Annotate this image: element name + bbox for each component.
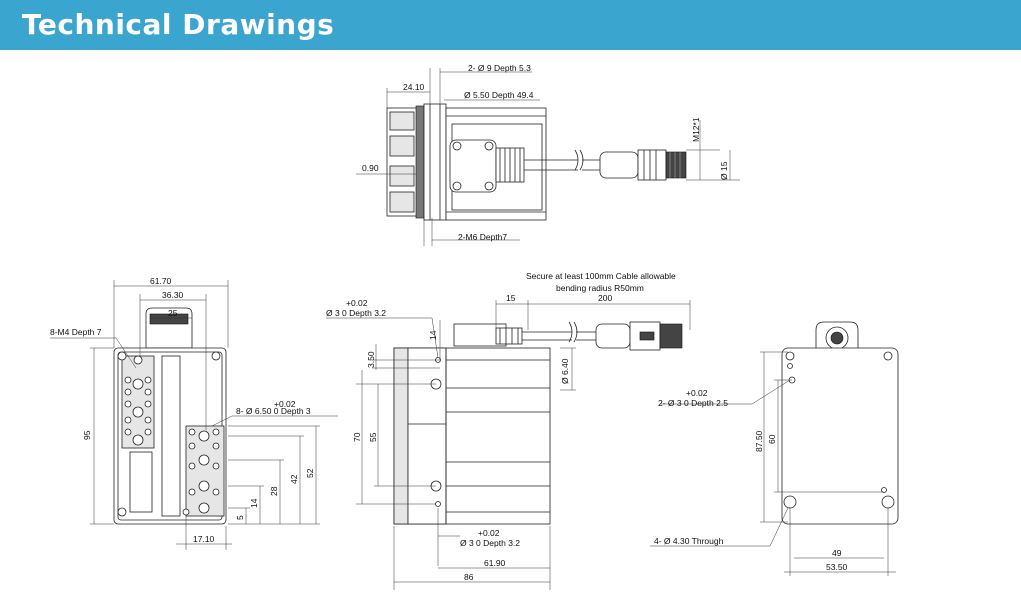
dim-95: 95 bbox=[82, 430, 92, 440]
dim-36-30: 36.30 bbox=[162, 290, 184, 300]
dim-14-side: 14 bbox=[428, 330, 438, 340]
hole-d5-50-label: Ø 5.50 Depth 49.4 bbox=[464, 90, 534, 100]
dim-28: 28 bbox=[269, 486, 279, 496]
dim-15-side: 15 bbox=[506, 293, 516, 303]
back-view: +0.02 2- Ø 3 0 Depth 2.5 87.50 60 4- Ø 4… bbox=[650, 321, 899, 576]
thread-m12-label: M12*1 bbox=[691, 117, 701, 142]
drawing-canvas: 24.10 2- Ø 9 Depth 5.3 Ø 5.50 Depth 49.4… bbox=[50, 63, 899, 590]
hole-top-tolerance: +0.02 bbox=[346, 298, 368, 308]
hole-4-d4-30-label: 4- Ø 4.30 Through bbox=[654, 536, 724, 546]
thread-2-m6-label: 2-M6 Depth7 bbox=[458, 232, 507, 242]
top-view: 24.10 2- Ø 9 Depth 5.3 Ø 5.50 Depth 49.4… bbox=[356, 63, 740, 246]
dim-49: 49 bbox=[832, 548, 842, 558]
dim-200: 200 bbox=[598, 293, 612, 303]
dim-3-50: 3.50 bbox=[366, 351, 376, 368]
side-view: Secure at least 100mm Cable allowable be… bbox=[326, 271, 691, 590]
dim-14: 14 bbox=[249, 498, 259, 508]
dim-5: 5 bbox=[235, 515, 245, 520]
cable-note-line-2: bending radius R50mm bbox=[556, 283, 644, 293]
back-hole-tolerance: +0.02 bbox=[686, 388, 708, 398]
front-view: 61.70 36.30 25 8-M4 Depth 7 +0.02 8- Ø 6… bbox=[50, 276, 338, 550]
dia-6-40: Ø 6.40 bbox=[560, 358, 570, 384]
thread-8-m4-label: 8-M4 Depth 7 bbox=[50, 327, 102, 337]
hole-8-d6-50-label: 8- Ø 6.50 0 Depth 3 bbox=[236, 406, 311, 416]
hole-2-d3-label: 2- Ø 3 0 Depth 2.5 bbox=[658, 398, 728, 408]
dim-52: 52 bbox=[305, 468, 315, 478]
dim-70: 70 bbox=[352, 432, 362, 442]
hole-bottom-tolerance: +0.02 bbox=[478, 528, 500, 538]
technical-drawing-area: 24.10 2- Ø 9 Depth 5.3 Ø 5.50 Depth 49.4… bbox=[0, 50, 1021, 600]
dim-60-back: 60 bbox=[767, 434, 777, 444]
dim-25: 25 bbox=[168, 308, 178, 318]
dim-61-90: 61.90 bbox=[484, 558, 506, 568]
dim-53-50: 53.50 bbox=[826, 562, 848, 572]
cable-note-line-1: Secure at least 100mm Cable allowable bbox=[526, 271, 676, 281]
dim-17-10: 17.10 bbox=[193, 534, 215, 544]
dim-24-10: 24.10 bbox=[403, 82, 425, 92]
hole-bottom-label: Ø 3 0 Depth 3.2 bbox=[460, 538, 520, 548]
dim-55: 55 bbox=[368, 432, 378, 442]
hole-8-tolerance: +0.02 bbox=[274, 399, 296, 409]
hole-2-d9-label: 2- Ø 9 Depth 5.3 bbox=[468, 63, 531, 73]
dim-0-90: 0.90 bbox=[362, 163, 379, 173]
dia-15-label: Ø 15 bbox=[719, 161, 729, 180]
dim-87-50: 87.50 bbox=[754, 430, 764, 452]
dim-42: 42 bbox=[289, 474, 299, 484]
dim-61-70: 61.70 bbox=[150, 276, 172, 286]
hole-top-label: Ø 3 0 Depth 3.2 bbox=[326, 308, 386, 318]
dim-86: 86 bbox=[464, 572, 474, 582]
header-bar: Technical Drawings bbox=[0, 0, 1021, 50]
page-title: Technical Drawings bbox=[22, 8, 335, 41]
